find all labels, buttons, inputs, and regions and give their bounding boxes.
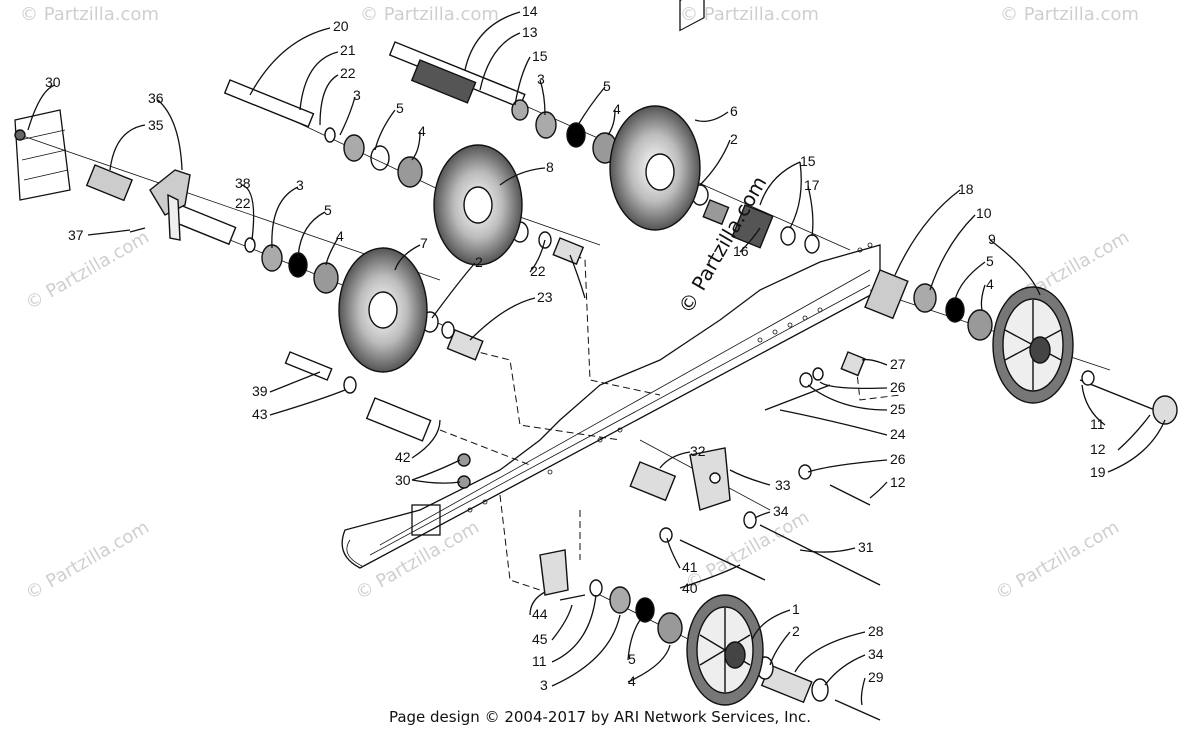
callout-8: 8 xyxy=(546,159,554,175)
callout-23: 23 xyxy=(537,289,553,305)
watermarks: © Partzilla.com © Partzilla.com © Partzi… xyxy=(20,4,1139,604)
callout-27: 27 xyxy=(890,356,906,372)
wheels xyxy=(338,105,1074,706)
callout-25: 25 xyxy=(890,401,906,417)
watermark: © Partzilla.com xyxy=(22,227,153,315)
axle-lines xyxy=(19,47,1111,691)
callout-21: 21 xyxy=(340,42,356,58)
callout-24: 24 xyxy=(890,426,906,442)
callout-26: 26 xyxy=(890,451,906,467)
callout-15: 15 xyxy=(532,48,548,64)
callout-11: 11 xyxy=(1090,416,1105,432)
callout-4: 4 xyxy=(628,673,636,689)
wheel-7 xyxy=(338,247,428,373)
wheel-1 xyxy=(686,594,764,706)
callout-42: 42 xyxy=(395,449,411,465)
callout-44: 44 xyxy=(532,606,548,622)
callout-16: 16 xyxy=(733,243,749,259)
pivot-arm xyxy=(149,169,191,241)
callout-28: 28 xyxy=(868,623,884,639)
callout-12: 12 xyxy=(890,474,906,490)
small-parts xyxy=(14,99,1178,702)
callout-13: 13 xyxy=(522,24,538,40)
callout-30: 30 xyxy=(45,74,61,90)
callout-38: 38 xyxy=(235,175,251,191)
callout-34: 34 xyxy=(868,646,884,662)
callout-18: 18 xyxy=(958,181,974,197)
callout-3: 3 xyxy=(537,71,545,87)
rail-holes xyxy=(467,242,873,513)
callout-43: 43 xyxy=(252,406,268,422)
wheel-9 xyxy=(992,286,1074,404)
callout-5: 5 xyxy=(986,253,994,269)
callout-33: 33 xyxy=(775,477,791,493)
callout-labels: 30 36 35 20 21 22 3 5 4 14 13 15 3 5 4 6… xyxy=(45,3,1106,693)
callout-31: 31 xyxy=(858,539,874,555)
watermark: © Partzilla.com xyxy=(992,517,1123,605)
callout-5: 5 xyxy=(628,651,636,667)
callout-41: 41 xyxy=(682,559,698,575)
callout-5: 5 xyxy=(396,100,404,116)
callout-11: 11 xyxy=(532,653,547,669)
watermark: © Partzilla.com xyxy=(22,517,153,605)
callout-32: 32 xyxy=(690,443,706,459)
callout-30: 30 xyxy=(395,472,411,488)
leader-lines xyxy=(27,11,1166,706)
bolts xyxy=(129,227,1156,721)
callout-29: 29 xyxy=(868,669,884,685)
watermark: © Partzilla.com xyxy=(20,4,159,25)
callout-4: 4 xyxy=(418,123,426,139)
watermark: © Partzilla.com xyxy=(1000,4,1139,25)
wheel-6 xyxy=(609,105,701,231)
shafts xyxy=(85,41,909,704)
callout-22: 22 xyxy=(235,195,251,211)
callout-5: 5 xyxy=(603,78,611,94)
callout-19: 19 xyxy=(1090,464,1106,480)
callout-17: 17 xyxy=(804,177,820,193)
callout-2: 2 xyxy=(730,131,738,147)
callout-2: 2 xyxy=(475,254,483,270)
footer-copyright: Page design © 2004-2017 by ARI Network S… xyxy=(388,708,812,726)
front-frame xyxy=(14,109,71,201)
callout-15: 15 xyxy=(800,153,816,169)
callout-3: 3 xyxy=(540,677,548,693)
callout-9: 9 xyxy=(988,231,996,247)
callout-22: 22 xyxy=(530,263,546,279)
callout-12: 12 xyxy=(1090,441,1106,457)
callout-45: 45 xyxy=(532,631,548,647)
callout-4: 4 xyxy=(613,101,621,117)
callout-14: 14 xyxy=(522,3,538,19)
slide-rail xyxy=(341,0,881,569)
callout-4: 4 xyxy=(336,228,344,244)
idler-brackets xyxy=(539,447,731,596)
callout-2: 2 xyxy=(792,623,800,639)
callout-39: 39 xyxy=(252,383,268,399)
callout-34: 34 xyxy=(773,503,789,519)
watermark: © Partzilla.com xyxy=(360,4,499,25)
callout-22: 22 xyxy=(340,65,356,81)
wheel-8 xyxy=(433,144,523,266)
callout-5: 5 xyxy=(324,202,332,218)
watermark: © Partzilla.com xyxy=(680,4,819,25)
callout-6: 6 xyxy=(730,103,738,119)
callout-4: 4 xyxy=(986,276,994,292)
callout-26: 26 xyxy=(890,379,906,395)
callout-40: 40 xyxy=(682,580,698,596)
callout-35: 35 xyxy=(148,117,164,133)
dashed-guides xyxy=(439,254,901,591)
callout-3: 3 xyxy=(353,87,361,103)
callout-36: 36 xyxy=(148,90,164,106)
callout-7: 7 xyxy=(420,235,428,251)
callout-3: 3 xyxy=(296,177,304,193)
callout-1: 1 xyxy=(792,601,800,617)
callout-37: 37 xyxy=(68,227,84,243)
callout-10: 10 xyxy=(976,205,992,221)
callout-20: 20 xyxy=(333,18,349,34)
